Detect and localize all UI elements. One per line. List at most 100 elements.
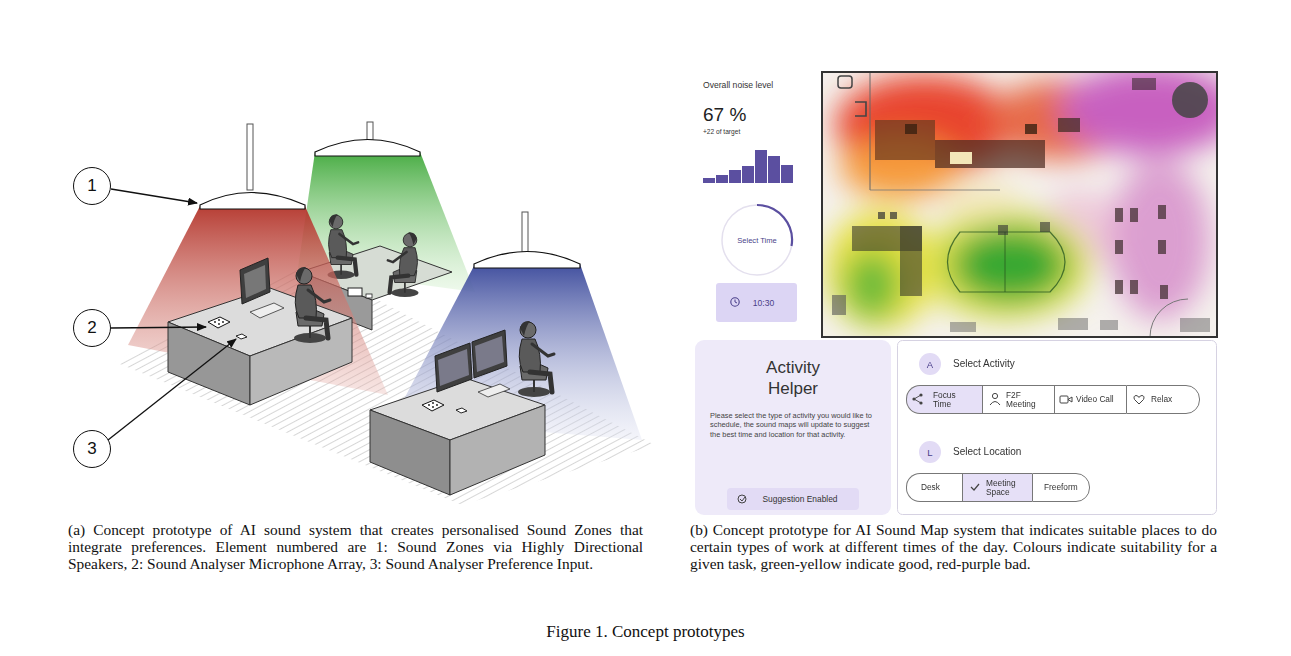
sound-map [878, 212, 885, 219]
sound-map [838, 76, 852, 88]
sound-map [1130, 208, 1138, 222]
noise-bars [703, 150, 793, 183]
node-text: Meeting Space [986, 479, 1026, 497]
leader-arrow [108, 339, 236, 440]
red-zone [244, 265, 266, 298]
activity-option: F2F Meeting [982, 385, 1054, 414]
sound-map [1060, 72, 1217, 155]
activity-option: Video Call [1054, 385, 1126, 414]
red-zone [218, 323, 220, 325]
sound-map [1115, 280, 1123, 294]
leader-arrow [108, 189, 236, 440]
section-heading: Select Location [953, 446, 1021, 457]
red-zone [294, 267, 330, 343]
blue-zone [472, 330, 507, 378]
sound-map [822, 65, 1240, 337]
sound-map [920, 210, 1090, 320]
node-text: 1 [87, 176, 96, 196]
noise-bars [742, 166, 754, 183]
figure-caption: Figure 1. Concept prototypes [0, 622, 1291, 642]
sound-map [1025, 124, 1037, 134]
time-selector: Select Time [722, 205, 792, 275]
location-panel [898, 341, 1217, 515]
node-text: F2F Meeting [1006, 391, 1046, 409]
sound-map [905, 124, 917, 134]
red-zone [168, 322, 250, 405]
sound-map [1158, 205, 1166, 219]
directional-speaker [367, 122, 373, 140]
activity-option: Relax [1126, 385, 1200, 414]
sound-map [1150, 299, 1188, 337]
location-option: Meeting Space [962, 473, 1032, 502]
location-option: Freeform [1032, 473, 1090, 502]
red-zone [222, 321, 224, 323]
sound-map [832, 295, 846, 315]
node-text: Focus Time [933, 391, 973, 409]
directional-speaker [315, 140, 420, 157]
sound-map [1058, 118, 1080, 132]
subfigure-caption: (b) Concept prototype for AI Sound Map s… [690, 521, 1217, 572]
helper-panel: Activity HelperPlease select the type of… [695, 340, 891, 515]
sound-map [825, 210, 935, 330]
sound-map [940, 175, 1020, 225]
node-text: A [927, 359, 933, 370]
noise-bars [781, 165, 793, 183]
sound-map [822, 72, 1217, 337]
green-zone [348, 288, 362, 296]
node-text: Video Call [1076, 395, 1114, 404]
location-panel [898, 341, 1217, 515]
red-zone [214, 321, 216, 323]
node-text: 3 [87, 439, 96, 459]
sound-map [825, 72, 1217, 330]
callout-number: 2 [73, 309, 111, 347]
noise-bars [716, 175, 728, 183]
red-zone [128, 206, 388, 405]
sound-map [950, 322, 976, 332]
red-zone [208, 317, 230, 328]
time-dial [722, 205, 792, 275]
node-text: Desk [921, 483, 940, 492]
red-zone [250, 318, 352, 405]
sound-map [948, 232, 1066, 292]
sound-map [1132, 78, 1156, 90]
sound-map [1100, 320, 1118, 330]
sound-map [1058, 318, 1088, 330]
directional-speaker [200, 193, 305, 210]
leader-arrow [111, 327, 206, 328]
sound-map [825, 72, 1217, 337]
directional-speaker [200, 122, 580, 268]
blue-zone [518, 321, 554, 397]
callout-number: 1 [73, 167, 111, 205]
red-zone [240, 258, 270, 304]
node-text: Suggestion Enabled [763, 494, 838, 504]
sound-map [875, 120, 935, 160]
blue-zone [436, 404, 438, 406]
node-text: Relax [1151, 395, 1172, 404]
leader-arrow [111, 189, 197, 203]
blue-zone [428, 404, 430, 406]
sound-map [1158, 240, 1166, 254]
sound-map [998, 225, 1008, 235]
sound-map [950, 152, 972, 164]
node-text: 10:30 [753, 298, 775, 308]
location-option: Desk [906, 473, 962, 502]
sound-map [935, 140, 1045, 168]
blue-zone [435, 343, 472, 392]
subfigure-caption: (a) Concept prototype of AI sound system… [68, 521, 643, 572]
directional-speaker [247, 124, 253, 190]
sound-map [1130, 280, 1138, 294]
node-body-text: Please select the type of activity you w… [710, 411, 876, 439]
activity-option: Focus Time [906, 385, 982, 414]
sound-map [844, 250, 900, 320]
blue-zone [370, 264, 642, 495]
noise-bars [755, 150, 767, 183]
sound-map [855, 102, 866, 116]
node-text: Activity Helper [743, 357, 843, 399]
sound-map [1005, 232, 1006, 292]
green-zone [388, 232, 419, 297]
metric-value: 67 % [703, 104, 746, 126]
sound-map [890, 212, 897, 219]
node-text: 2 [87, 318, 96, 338]
sound-map [870, 190, 1000, 191]
